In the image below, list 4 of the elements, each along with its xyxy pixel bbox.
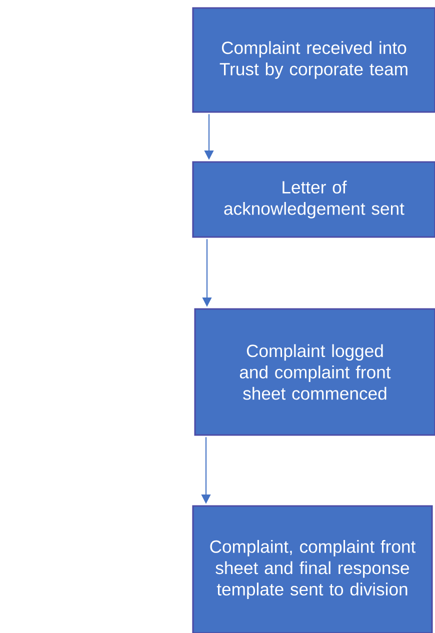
process-box: Complaint received into Trust by corporate team <box>192 7 435 113</box>
process-box: Complaint, complaint front sheet and final response template sent to division <box>192 505 433 633</box>
process-box: Letter of acknowledgement sent <box>192 161 435 238</box>
process-box: Complaint logged and complaint front sheet commenced <box>194 308 435 436</box>
